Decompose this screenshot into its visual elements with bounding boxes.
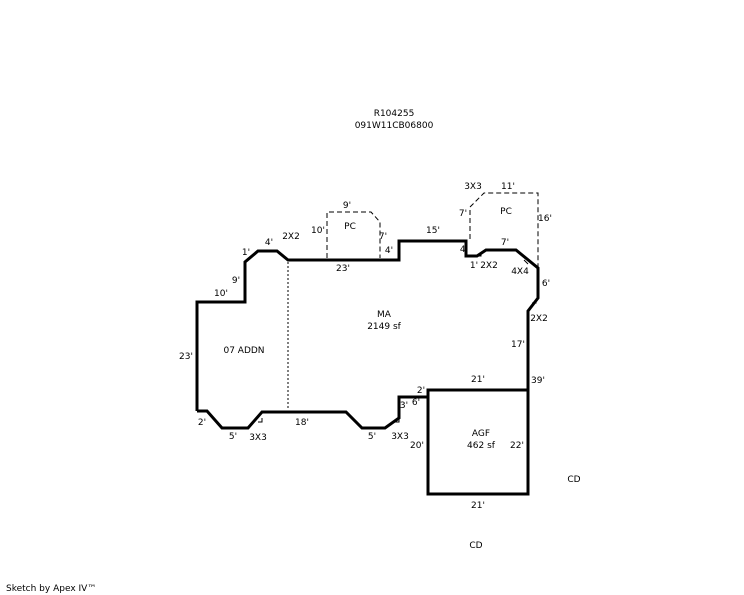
area-pc-left-code: PC [344, 222, 356, 232]
corner-marker [477, 252, 482, 257]
dimension-label: 17' [511, 340, 525, 350]
dimension-label: 9' [343, 201, 351, 211]
sketch-credit: Sketch by Apex IV™ [6, 584, 96, 594]
dimension-label: 5' [368, 432, 376, 442]
dimension-label: 2X2 [282, 232, 300, 242]
dimension-label: 4' [385, 246, 393, 256]
dimension-label: 7' [379, 232, 387, 242]
dimension-label: 23' [336, 264, 350, 274]
dimension-label: 22' [510, 441, 524, 451]
area-pc-right-code: PC [500, 207, 512, 217]
dimension-label: 10' [214, 289, 228, 299]
dimension-label: 11' [501, 182, 515, 192]
dimension-label: 3X3 [464, 182, 482, 192]
dimension-label: 3X3 [249, 433, 267, 443]
dimension-label: 3X3 [391, 432, 409, 442]
pc-left-outline [326, 211, 381, 258]
dimension-label: 18' [295, 418, 309, 428]
area-agf-size: 462 sf [467, 441, 496, 451]
agf-outline [426, 388, 530, 496]
dimension-label: 10' [311, 226, 325, 236]
dimension-label: 6' [542, 279, 550, 289]
dimension-label: 1' [470, 261, 478, 271]
map-number: 091W11CB06800 [355, 121, 434, 131]
corner-marker [523, 259, 529, 265]
corner-marker [395, 418, 400, 423]
dimension-label: 20' [410, 441, 424, 451]
dimension-label: 21' [471, 501, 485, 511]
dimension-label: 7' [501, 238, 509, 248]
parcel-id: R104255 [374, 109, 415, 119]
area-ma-code: MA [377, 310, 392, 320]
dimension-label: 9' [232, 276, 240, 286]
corner-marker [532, 299, 537, 304]
dimension-label: 7' [459, 209, 467, 219]
area-agf-code: AGF [472, 429, 490, 439]
dimension-label: 1' [242, 248, 250, 258]
dimension-label: 16' [538, 214, 552, 224]
dimension-label: 4X4 [511, 267, 529, 277]
dimension-label: 2' [198, 418, 206, 428]
dimension-label: 2X2 [530, 314, 548, 324]
dimension-label: 4' [265, 238, 273, 248]
dimension-label: 6' [412, 398, 420, 408]
area-cd-right-code: CD [567, 475, 580, 485]
dimension-label: 23' [179, 352, 193, 362]
dimension-label: 4' [460, 245, 468, 255]
main-outline [195, 239, 540, 430]
corner-marker [258, 418, 263, 423]
area-addn-label: 07 ADDN [223, 346, 264, 356]
area-ma-size: 2149 sf [367, 322, 401, 332]
dimension-label: 15' [426, 226, 440, 236]
dimension-label: 3' [400, 401, 408, 411]
pc-right-outline [469, 192, 539, 267]
dimension-label: 39' [531, 376, 545, 386]
dimension-label: 2X2 [480, 261, 498, 271]
dimension-label: 5' [229, 432, 237, 442]
dimension-label: 21' [471, 375, 485, 385]
dimension-label: 2' [417, 386, 425, 396]
area-cd-bottom-code: CD [469, 541, 482, 551]
